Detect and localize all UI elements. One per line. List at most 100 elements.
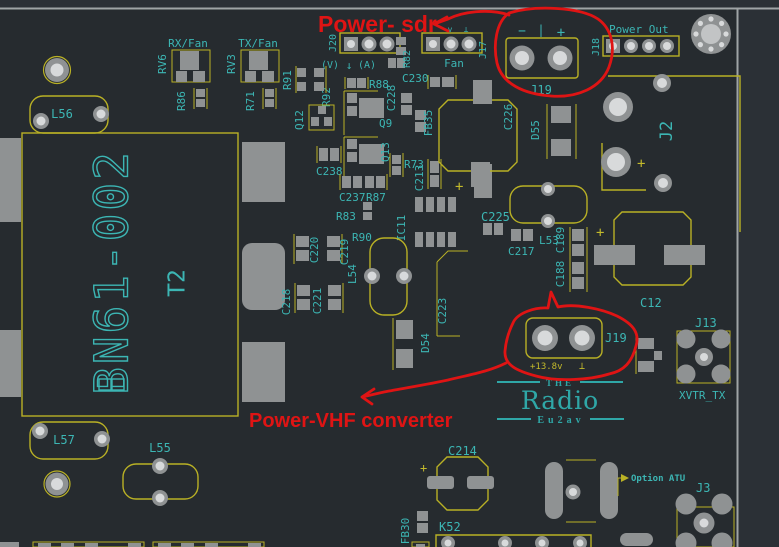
- r83-label: R83: [336, 210, 356, 223]
- c228-label: C228: [385, 85, 398, 112]
- c220-label: C220: [308, 237, 321, 264]
- c226-plus-mark: +: [455, 179, 463, 195]
- component-c218-c221: C218 C221: [280, 283, 344, 315]
- component-c238: C238: [316, 146, 343, 178]
- c214-label: C214: [448, 444, 477, 458]
- r71-label: R71: [244, 91, 257, 111]
- t2-part-label: BN61-002: [85, 149, 139, 395]
- c226-label: C226: [502, 104, 515, 131]
- c217-label: C217: [508, 245, 535, 258]
- r82-label: R82: [402, 50, 413, 68]
- c221-label: C221: [311, 288, 324, 315]
- tx-fan-label: TX/Fan: [238, 37, 278, 50]
- q13-label: Q13: [379, 142, 392, 162]
- component-rv3: TX/Fan RV3: [225, 37, 280, 83]
- annotation-power-sdr: Power- sdr: [318, 6, 614, 98]
- r88-label: R88: [369, 78, 389, 91]
- component-r86: R86: [175, 88, 208, 111]
- c213-label: C213: [413, 165, 426, 192]
- d54-label: D54: [419, 333, 432, 353]
- component-c223-d54: C223 D54: [392, 250, 468, 370]
- k52-label: K52: [439, 520, 461, 534]
- component-l55: L55: [122, 441, 199, 506]
- c189-label: C189: [554, 227, 567, 254]
- connector-j20: J20 (V) ↓ (A): [321, 32, 401, 72]
- logo-callsign: Eu2av: [537, 415, 584, 426]
- component-r71: R71: [244, 88, 277, 111]
- d55-label: D55: [529, 120, 542, 140]
- q9-label: Q9: [379, 117, 392, 130]
- option-atu-callout: Option ATU: [617, 473, 685, 496]
- component-c237-r87: C237 R87: [339, 174, 388, 204]
- power-vhf-arrow: [360, 361, 508, 406]
- c237-label: C237: [339, 191, 366, 204]
- connector-j2: + J2: [601, 74, 741, 232]
- r87-label: R87: [366, 191, 386, 204]
- option-atu-label: Option ATU: [631, 473, 685, 484]
- component-rv6: RX/Fan RV6: [156, 37, 211, 83]
- component-r73: R73: [389, 153, 424, 177]
- mount-hole-top-right: [691, 14, 731, 54]
- connector-j13: J13 XVTR_TX: [676, 316, 731, 402]
- component-c12: + C12: [594, 211, 705, 310]
- power-vhf-circle: [503, 290, 639, 382]
- down-arrow-mark: ↓: [346, 59, 353, 72]
- logo-radio: Radio: [521, 386, 599, 415]
- component-l54: L54: [346, 237, 412, 316]
- component-q9: Q9: [343, 90, 392, 135]
- rv3-label: RV3: [225, 54, 238, 74]
- bottom-edge-partial-components: [0, 533, 653, 547]
- gnd-small-mark: ⊥: [464, 25, 469, 34]
- j17-label: J17: [478, 41, 489, 59]
- amp-mark: (A): [358, 60, 376, 71]
- q12-label: Q12: [293, 110, 306, 130]
- power-sdr-circle: [493, 6, 614, 98]
- t2-silk-symbol: [98, 378, 112, 391]
- power-vhf-text: Power-VHF converter: [249, 410, 453, 432]
- c12-label: C12: [640, 296, 662, 310]
- j19-bar-mark: |: [537, 23, 544, 37]
- r90-label: R90: [352, 231, 372, 244]
- j19-plus-mark: +: [557, 25, 565, 41]
- connector-j19-bottom: J19 +13.8v ⊥: [525, 317, 627, 372]
- j19-bottom-label: J19: [605, 331, 627, 345]
- component-r91-r92: R91 R92: [281, 66, 333, 107]
- mount-hole-top-left: [42, 55, 72, 85]
- component-q13: Q13: [343, 136, 392, 181]
- component-c217: C217: [508, 229, 535, 258]
- component-r83: R83: [336, 202, 372, 223]
- fan-label: Fan: [444, 57, 464, 70]
- rv6-label: RV6: [156, 54, 169, 74]
- c225-label: C225: [481, 210, 510, 224]
- c230-label: C230: [402, 72, 429, 85]
- component-c220-c219: C220 C219: [293, 234, 351, 265]
- j19-voltage-mark: +13.8v: [530, 362, 563, 372]
- l57-label: L57: [53, 433, 75, 447]
- j3-label: J3: [696, 481, 710, 495]
- rx-fan-label: RX/Fan: [168, 37, 208, 50]
- component-r88: R88: [344, 77, 389, 91]
- j13-label: J13: [695, 316, 717, 330]
- component-c213: C213: [413, 159, 442, 192]
- component-fb30: FB30: [399, 511, 430, 547]
- component-ic11: IC11: [395, 197, 456, 247]
- fb30-label: FB30: [399, 518, 412, 545]
- r91-label: R91: [281, 70, 294, 90]
- j18-label: J18: [591, 38, 602, 56]
- board-logo: THE Radio Eu2av: [497, 378, 624, 426]
- c188-label: C188: [554, 261, 567, 288]
- c12-plus-mark: +: [596, 225, 604, 241]
- l55-label: L55: [149, 441, 171, 455]
- component-k52-relay: K52: [435, 520, 592, 547]
- xvtr-tx-label: XVTR_TX: [679, 389, 726, 402]
- c238-label: C238: [316, 165, 343, 178]
- connector-j17: J17 Fan v ⊥: [421, 25, 489, 70]
- component-d55: D55: [529, 104, 577, 159]
- j2-label: J2: [657, 121, 677, 141]
- component-l57: L57: [29, 421, 110, 460]
- annotation-power-vhf: Power-VHF converter: [249, 290, 639, 432]
- c223-label: C223: [436, 298, 449, 325]
- r92-label: R92: [320, 87, 333, 107]
- component-q12: Q12: [293, 104, 335, 131]
